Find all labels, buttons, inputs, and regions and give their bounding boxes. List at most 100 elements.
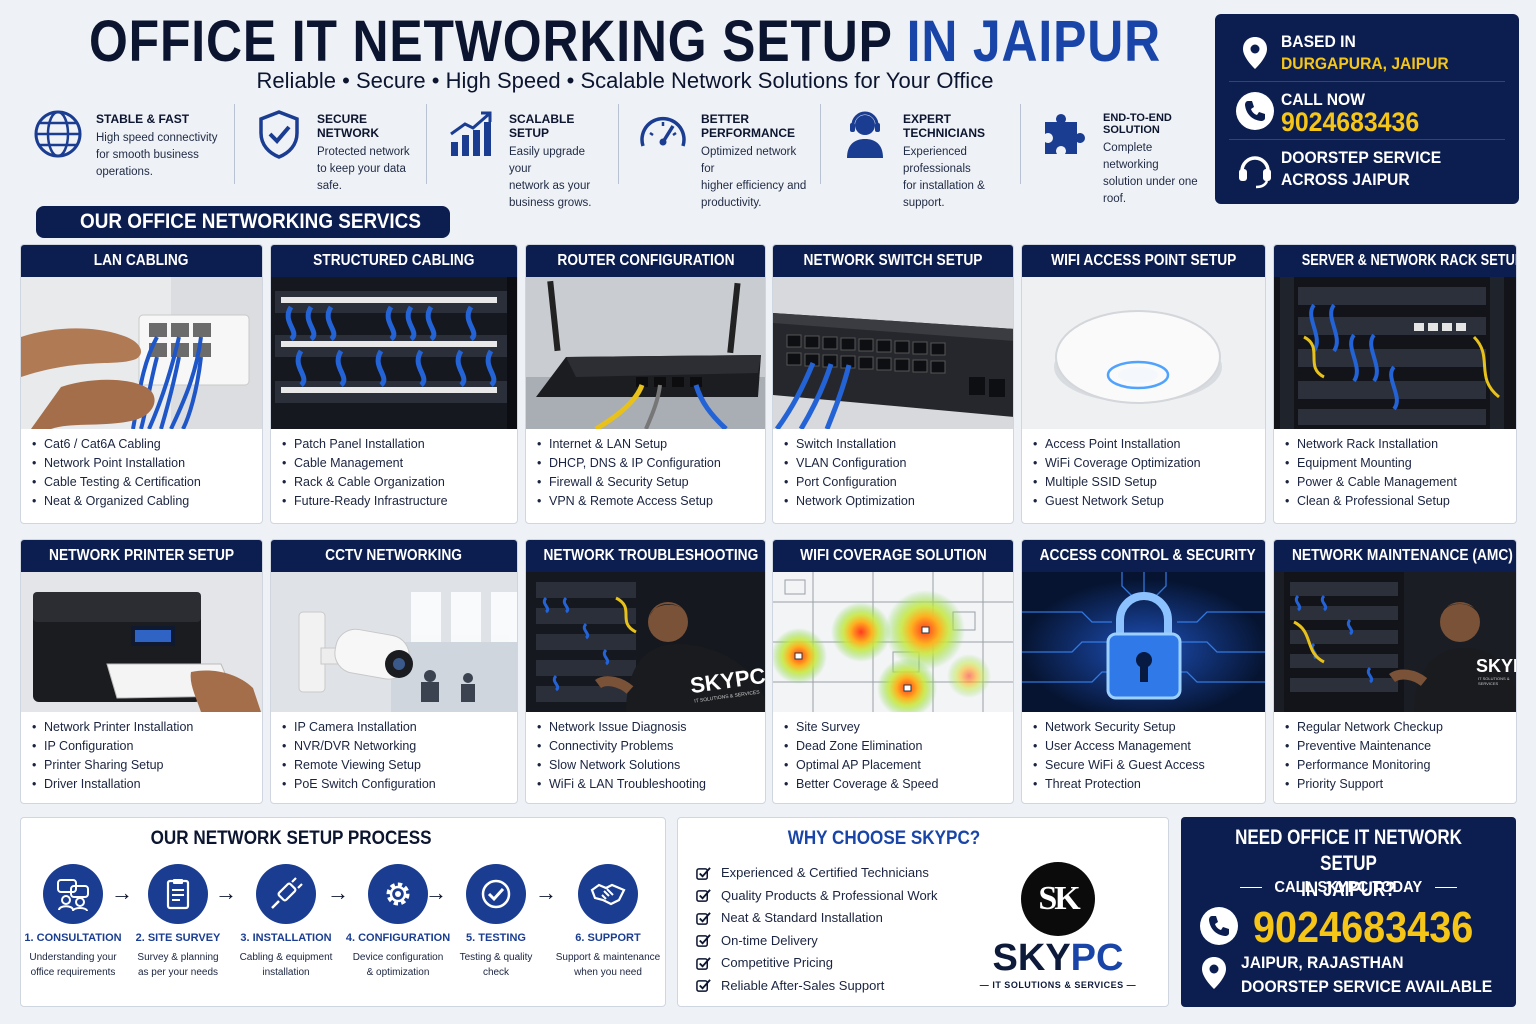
shirt-brand-text: SKYPC — [1476, 656, 1516, 676]
service-feature-list: Patch Panel InstallationCable Management… — [271, 429, 517, 511]
arrow-icon: → — [215, 880, 237, 905]
handshake-icon — [578, 864, 638, 924]
service-card-cctv-networking[interactable]: CCTV NETWORKING IP Camera InstallationNV… — [270, 539, 518, 804]
gear-icon — [368, 864, 428, 924]
cctv-camera-photo — [271, 572, 517, 712]
page-title: OFFICE IT NETWORKING SETUP IN JAIPUR — [88, 8, 1163, 75]
cta-location-line1: JAIPUR, RAJASTHAN — [1241, 953, 1404, 972]
service-card-network-troubleshooting[interactable]: NETWORK TROUBLESHOOTING SKYPC IT SOLUTIO… — [525, 539, 766, 804]
lan-cabling-photo — [21, 277, 262, 429]
arrow-icon: → — [327, 880, 349, 905]
call-phone-number[interactable]: 9024683436 — [1281, 106, 1420, 137]
logo-monogram: SK — [1021, 862, 1095, 936]
checkbox-check-icon — [696, 912, 711, 925]
server-rack-photo — [1274, 277, 1516, 429]
service-card-title: STRUCTURED CABLING — [271, 245, 517, 277]
title-main: OFFICE IT NETWORKING SETUP — [88, 9, 892, 74]
doorstep-line1: DOORSTEP SERVICE — [1281, 148, 1442, 167]
feature-title: SECURE NETWORK — [317, 112, 379, 140]
cta-phone-number[interactable]: 9024683436 — [1253, 903, 1474, 952]
service-card-structured-cabling[interactable]: STRUCTURED CABLING Patch Panel Installat… — [270, 244, 518, 524]
service-card-network-printer-setup[interactable]: NETWORK PRINTER SETUP Network Printer In… — [20, 539, 263, 804]
service-card-title: WIFI COVERAGE SOLUTION — [773, 540, 1013, 572]
service-card-router-configuration[interactable]: ROUTER CONFIGURATION Internet & LAN Setu… — [525, 244, 766, 524]
cta-phone-row[interactable]: 9024683436 — [1199, 903, 1498, 953]
service-card-title: WIFI ACCESS POINT SETUP — [1022, 245, 1265, 277]
wifi-heatmap-image — [773, 572, 1013, 712]
arrow-icon: → — [111, 880, 133, 905]
process-section: OUR NETWORK SETUP PROCESS 1. CONSULTATIO… — [20, 817, 666, 1007]
feature-title: EXPERT TECHNICIANS — [903, 112, 986, 140]
process-step-label: 4. CONFIGURATION — [345, 932, 451, 944]
shield-check-icon — [249, 104, 309, 164]
service-card-network-maintenance-amc[interactable]: NETWORK MAINTENANCE (AMC) SKYPC IT SOLUT… — [1273, 539, 1517, 804]
service-card-title: NETWORK SWITCH SETUP — [773, 245, 1013, 277]
title-highlight: IN JAIPUR — [906, 9, 1162, 74]
why-item: Competitive Pricing — [696, 952, 938, 975]
why-item: Reliable After-Sales Support — [696, 975, 938, 998]
shirt-tagline-text: IT SOLUTIONS & SERVICES — [1478, 676, 1510, 686]
process-step-label: 5. TESTING — [466, 932, 526, 944]
cta-call-today: CALL SKYPC TODAY — [1181, 879, 1516, 897]
headset-icon — [1229, 149, 1281, 189]
service-card-network-switch-setup[interactable]: NETWORK SWITCH SETUP Switch Installation… — [772, 244, 1014, 524]
puzzle-icon — [1035, 104, 1095, 164]
feature-title: BETTER PERFORMANCE — [701, 112, 796, 140]
logo-wordmark: SKYPC — [992, 937, 1124, 979]
service-feature-list: Access Point InstallationWiFi Coverage O… — [1022, 429, 1265, 511]
service-card-access-control-security[interactable]: ACCESS CONTROL & SECURITY Network Securi… — [1021, 539, 1266, 804]
process-step-label: 6. SUPPORT — [575, 932, 641, 944]
service-feature-list: Switch InstallationVLAN ConfigurationPor… — [773, 429, 1013, 511]
process-step-label: 2. SITE SURVEY — [135, 932, 221, 944]
service-card-server-network-rack-setup[interactable]: SERVER & NETWORK RACK SETUP Network Rack… — [1273, 244, 1517, 524]
technician-headset-icon — [835, 104, 895, 164]
location-pin-icon — [1229, 36, 1281, 70]
service-feature-list: IP Camera InstallationNVR/DVR Networking… — [271, 712, 517, 794]
based-label: BASED IN — [1281, 31, 1356, 51]
arrow-icon: → — [425, 880, 447, 905]
process-step-desc: Device configuration& optimization — [352, 952, 444, 978]
speedometer-icon — [633, 104, 693, 164]
cable-plug-icon — [256, 864, 316, 924]
call-label: CALL NOW — [1281, 89, 1365, 109]
service-card-title: NETWORK PRINTER SETUP — [21, 540, 262, 572]
why-item: Neat & Standard Installation — [696, 907, 938, 930]
process-step-label: 3. INSTALLATION — [240, 932, 332, 944]
service-card-title: NETWORK MAINTENANCE (AMC) — [1274, 540, 1516, 572]
cta-location-line2: DOORSTEP SERVICE AVAILABLE — [1241, 977, 1493, 996]
why-choose-section: WHY CHOOSE SKYPC? Experienced & Certifie… — [677, 817, 1169, 1007]
growth-chart-icon — [441, 104, 501, 164]
service-feature-list: Cat6 / Cat6A CablingNetwork Point Instal… — [21, 429, 262, 511]
service-card-lan-cabling[interactable]: LAN CABLING Cat6 / Cat6A CablingNetwork … — [20, 244, 263, 524]
feature-title: SCALABLE SETUP — [509, 112, 575, 140]
why-item: On-time Delivery — [696, 930, 938, 953]
digital-lock-image — [1022, 572, 1265, 712]
service-card-wifi-access-point-setup[interactable]: WIFI ACCESS POINT SETUP Access Point Ins… — [1021, 244, 1266, 524]
why-list: Experienced & Certified Technicians Qual… — [696, 862, 938, 997]
feature-title: END-TO-END SOLUTION — [1103, 112, 1172, 136]
service-card-wifi-coverage-solution[interactable]: WIFI COVERAGE SOLUTION Site SurveyDead Z… — [772, 539, 1014, 804]
access-point-photo — [1022, 277, 1265, 429]
page-subtitle: Reliable • Secure • High Speed • Scalabl… — [256, 68, 994, 93]
globe-icon — [28, 104, 88, 164]
process-step-configuration: 4. CONFIGURATION Device configuration& o… — [343, 864, 453, 980]
location-pin-icon — [1201, 954, 1227, 997]
why-item: Experienced & Certified Technicians — [696, 862, 938, 885]
doorstep-line2: ACROSS JAIPUR — [1281, 170, 1410, 189]
